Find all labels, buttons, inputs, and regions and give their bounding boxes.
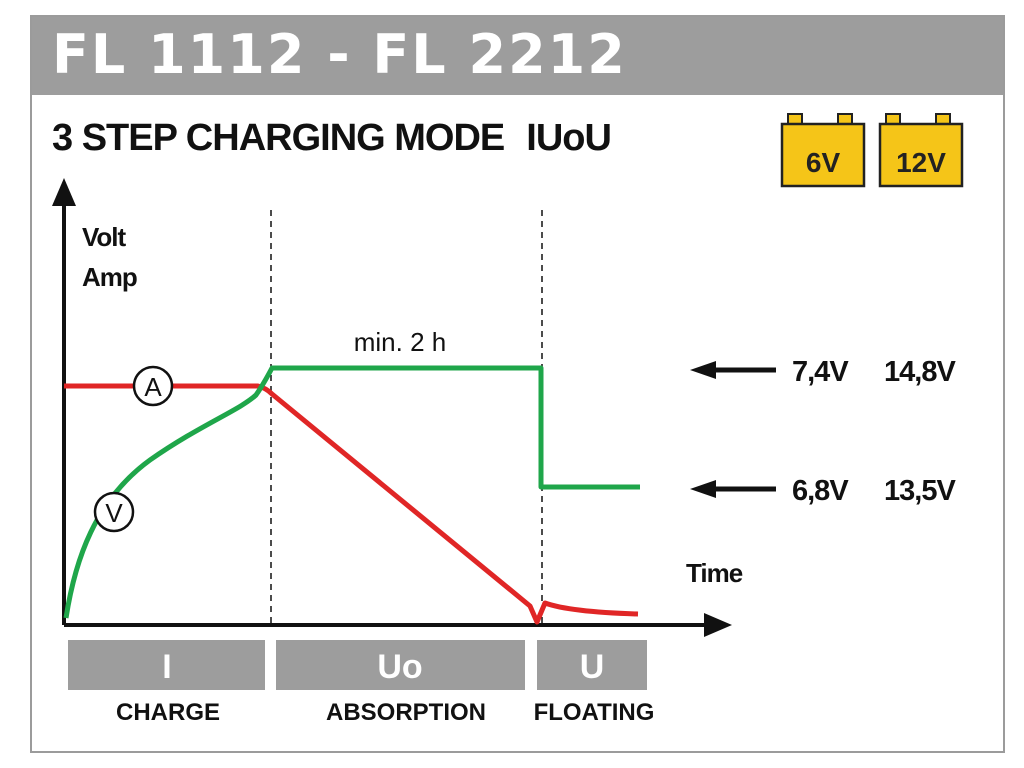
phase-floating-code: U <box>580 648 605 686</box>
level-floating: 6,8V 13,5V <box>690 475 957 507</box>
battery-6v-label: 6V <box>806 147 841 178</box>
min-time-annotation: min. 2 h <box>354 327 447 357</box>
current-marker-label: A <box>144 372 162 402</box>
phase-absorption-code: Uo <box>377 648 422 686</box>
voltage-curve <box>63 365 640 619</box>
voltage-marker-label: V <box>105 498 123 528</box>
charging-mode-text: 3 STEP CHARGING MODE <box>52 117 505 159</box>
phase-absorption-name: ABSORPTION <box>326 699 486 726</box>
charging-mode-code: IUoU <box>526 117 612 159</box>
y-axis-label-volt: Volt <box>82 222 127 252</box>
phase-charge-name: CHARGE <box>116 699 220 726</box>
charging-mode-title: 3 STEP CHARGING MODE IUoU <box>52 117 612 160</box>
battery-12v-label: 12V <box>896 147 946 178</box>
phase-charge: I CHARGE <box>68 640 265 726</box>
battery-6v-icon: 6V <box>780 113 866 188</box>
left-arrow-icon <box>690 480 716 498</box>
voltage-marker: V <box>93 491 135 533</box>
y-axis-arrow-icon <box>52 178 76 206</box>
phase-absorption-box <box>276 640 525 690</box>
current-curve <box>64 383 639 625</box>
battery-12v-icon: 12V <box>878 113 964 188</box>
level-floating-6v: 6,8V <box>792 475 849 507</box>
left-arrow-icon <box>690 361 716 379</box>
phase-charge-box <box>68 640 265 690</box>
y-axis-label-amp: Amp <box>82 262 137 292</box>
model-title: FL 1112 - FL 2212 <box>52 23 627 86</box>
level-absorption-6v: 7,4V <box>792 356 849 388</box>
level-absorption-12v: 14,8V <box>884 356 956 388</box>
phase-charge-code: I <box>162 648 171 686</box>
phase-absorption: Uo ABSORPTION <box>276 640 525 726</box>
phase-floating: U FLOATING <box>534 640 655 726</box>
level-absorption: 7,4V 14,8V <box>690 356 957 388</box>
current-marker: A <box>132 365 174 407</box>
x-axis-arrow-icon <box>704 613 732 637</box>
header-bar: FL 1112 - FL 2212 <box>32 17 1003 95</box>
phase-floating-name: FLOATING <box>534 699 655 726</box>
level-floating-12v: 13,5V <box>884 475 956 507</box>
x-axis-label-time: Time <box>686 558 743 588</box>
phase-floating-box <box>537 640 647 690</box>
